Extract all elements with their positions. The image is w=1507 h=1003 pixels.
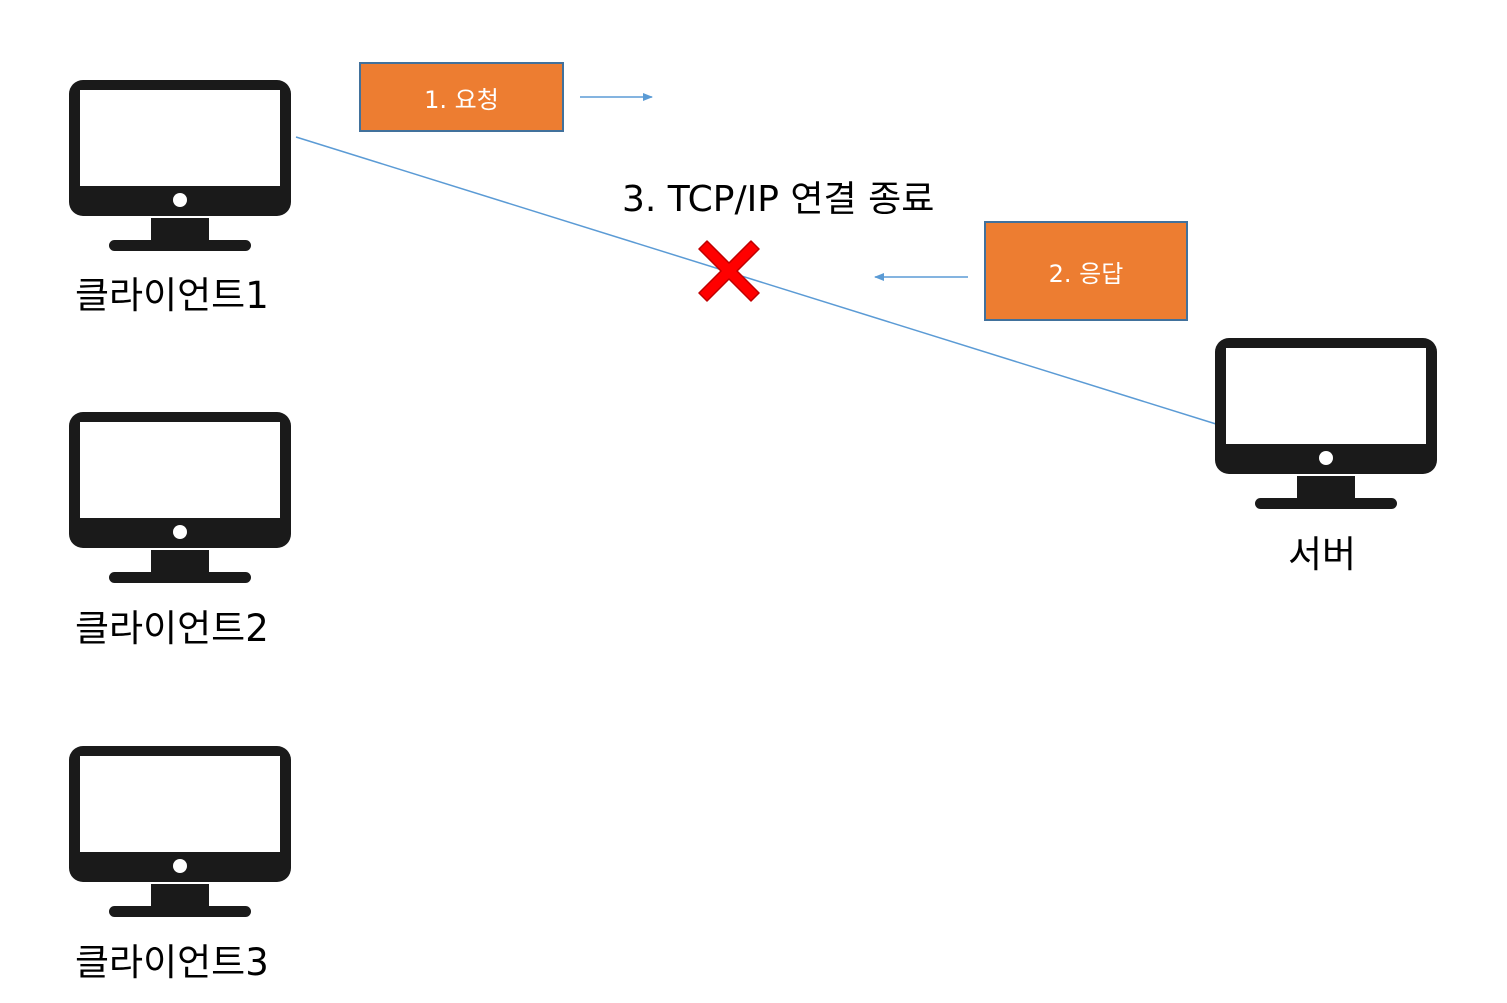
x-mark-icon	[698, 240, 760, 302]
monitor-icon	[69, 80, 291, 251]
monitor-icon	[1215, 338, 1437, 509]
connection-line	[295, 136, 1217, 425]
client-3-label: 클라이언트3	[75, 941, 269, 984]
connection-status-label: 3. TCP/IP 연결 종료	[622, 179, 935, 220]
monitor-icon	[69, 746, 291, 917]
server-label: 서버	[1288, 533, 1357, 576]
monitor-icon	[69, 412, 291, 583]
client-1-label: 클라이언트1	[75, 274, 269, 317]
response-box: 2. 응답	[984, 221, 1188, 321]
request-box-label: 1. 요청	[424, 85, 499, 114]
response-box-label: 2. 응답	[1048, 259, 1124, 288]
client-2-label: 클라이언트2	[75, 607, 269, 650]
request-box: 1. 요청	[359, 62, 564, 132]
